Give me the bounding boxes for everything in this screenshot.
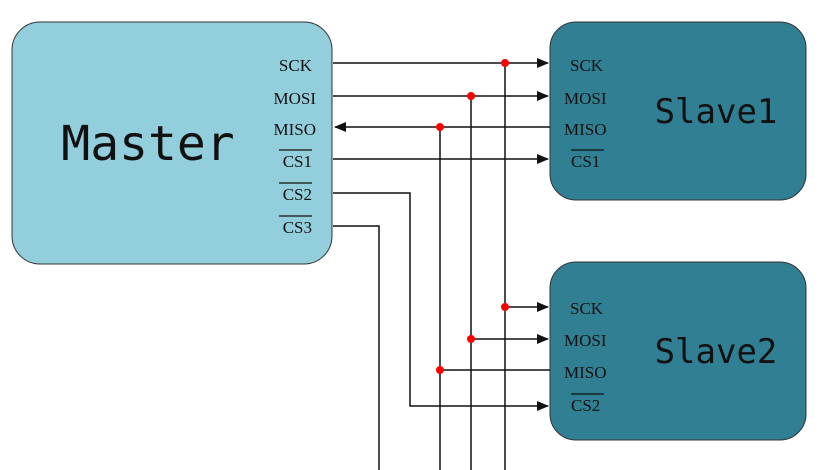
junction-mosi-slave2 xyxy=(467,335,475,343)
master-pin-cs2: CS2 xyxy=(283,185,312,204)
junction-mosi-top xyxy=(467,92,475,100)
junction-sck-slave2 xyxy=(501,303,509,311)
slave1-pin-cs: CS1 xyxy=(571,152,600,171)
slave2-pin-mosi: MOSI xyxy=(564,331,607,350)
master-pin-mosi: MOSI xyxy=(273,89,316,108)
slave2-pin-miso: MISO xyxy=(564,363,607,382)
slave1-box xyxy=(549,21,807,201)
slave2-pin-sck: SCK xyxy=(570,299,604,318)
junction-miso-top xyxy=(436,123,444,131)
slave1-pin-sck: SCK xyxy=(570,56,604,75)
slave2-title: Slave2 xyxy=(655,332,778,372)
junction-miso-slave2 xyxy=(436,366,444,374)
master-pin-miso: MISO xyxy=(273,120,316,139)
slave1-pin-miso: MISO xyxy=(564,120,607,139)
slave1-pin-mosi: MOSI xyxy=(564,89,607,108)
slave2-pin-cs: CS2 xyxy=(571,396,600,415)
slave2-box xyxy=(549,261,807,441)
master-pin-sck: SCK xyxy=(279,56,313,75)
master-title: Master xyxy=(61,116,234,172)
wire-cs3-down xyxy=(333,225,380,470)
junction-sck-top xyxy=(501,59,509,67)
master-pin-cs3: CS3 xyxy=(283,218,312,237)
slave1-title: Slave1 xyxy=(655,92,778,132)
wire-cs2-slave2 xyxy=(333,192,549,411)
master-pin-cs1: CS1 xyxy=(283,152,312,171)
master-box xyxy=(11,21,333,265)
